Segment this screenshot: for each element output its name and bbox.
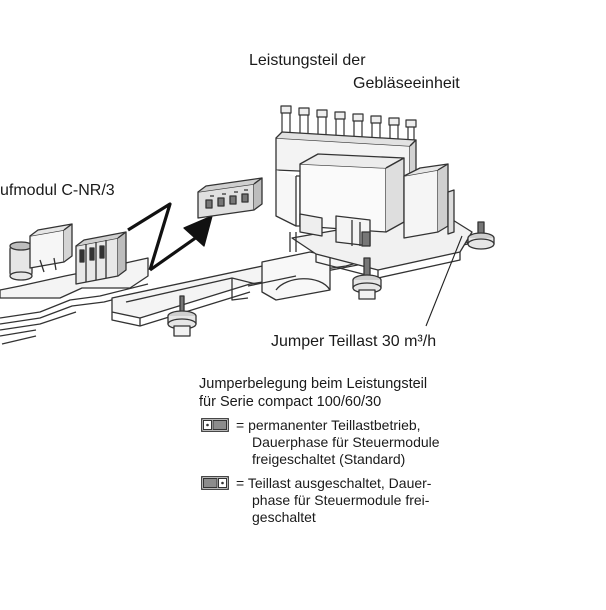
- jumper-label: Jumper Teillast 30 m³/h: [271, 333, 437, 350]
- jumper-leader-line: [425, 235, 463, 327]
- mounting-foot-front: [167, 295, 197, 337]
- legend-item2-line2: phase für Steuermodule frei-: [252, 492, 430, 508]
- standoff-post: [447, 189, 455, 235]
- control-module-board: [0, 223, 151, 345]
- legend-item1-line2: Dauerphase für Steuermodule: [252, 434, 440, 450]
- legend-item2-line1: = Teillast ausgeschaltet, Dauer-: [236, 475, 432, 491]
- jumper-position-right-icon: [201, 476, 229, 490]
- power-unit-title-line1: Leistungsteil der: [249, 52, 366, 69]
- legend-item2-line3: geschaltet: [252, 509, 316, 525]
- terminal-block: [75, 231, 127, 285]
- capacitor: [9, 241, 33, 281]
- mounting-foot-middle: [352, 257, 382, 300]
- legend-item1-line1: = permanenter Teillastbetrieb,: [236, 417, 421, 433]
- transformer-block: [275, 105, 449, 252]
- jumper-position-left-icon: [201, 418, 229, 432]
- legend-heading-line1: Jumperbelegung beim Leistungsteil: [199, 376, 428, 392]
- mounting-foot-right: [467, 221, 495, 250]
- power-unit-title-line2: Gebläseeinheit: [353, 75, 460, 92]
- legend-heading-line2: für Serie compact 100/60/30: [199, 394, 382, 410]
- legend-item1-line3: freigeschaltet (Standard): [252, 451, 406, 467]
- connection-arrow: [127, 202, 213, 272]
- relay-box: [29, 223, 73, 273]
- control-module-label: ufmodul C-NR/3: [0, 182, 115, 199]
- board-connector: [197, 177, 263, 219]
